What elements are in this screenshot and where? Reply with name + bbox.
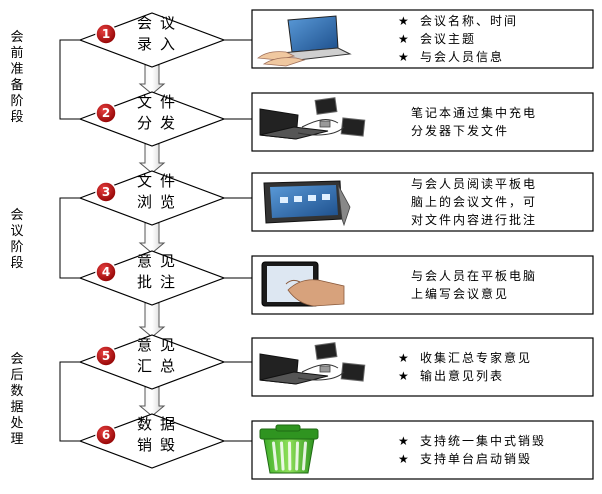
step-desc-5-line-2: ★ 输出意见列表 [398,367,504,385]
phase-bracket-3 [59,361,80,442]
step-desc-2-line-2: 分发器下发文件 [411,122,509,140]
step-desc-4-line-1: 与会人员在平板电脑 [411,267,537,285]
step-desc-6-line-1: ★ 支持统一集中式销毁 [398,432,546,450]
step-title-line2-6: 销毁 [136,436,183,454]
step-badge-2 [95,102,117,124]
step-badge-6 [95,424,117,446]
step-connectors [224,39,252,442]
flow-arrow-2 [138,143,166,174]
description-panels [251,9,594,480]
step-number-6: 6 [101,428,111,442]
phase-bracket-2 [59,197,80,279]
step-desc-5-line-1: ★ 收集汇总专家意见 [398,349,532,367]
tablet-screen-icon [263,180,351,227]
tablet-hand-icon [261,261,345,307]
step-badge-4 [95,261,117,283]
desc-text: 会议主题 [420,32,477,46]
step-badge-1 [95,23,117,45]
description-panel-5 [251,337,594,397]
desc-text: 支持单台启动销毁 [420,452,533,466]
star-bullet-icon: ★ [398,351,411,365]
step-number-2: 2 [101,106,111,120]
step-number-5: 5 [101,349,111,363]
flow-arrows [138,64,166,417]
flow-arrow-4 [138,302,166,338]
star-bullet-icon: ★ [398,50,411,64]
step-title-line2-5: 汇总 [136,357,183,375]
phase-label-2: 会议阶段 [10,208,24,271]
step-title-line1-3: 文件 [136,172,183,190]
star-bullet-icon: ★ [398,32,411,46]
desc-text: 输出意见列表 [420,369,505,383]
desc-text: 与会人员阅读平板电 [411,177,538,191]
desc-text: 笔记本通过集中充电 [411,106,538,120]
step-number-1: 1 [101,27,111,41]
desc-text: 上编写会议意见 [411,287,510,301]
step-title-line2-2: 分发 [136,114,183,132]
description-panel-2 [251,92,594,152]
desc-text: 分发器下发文件 [411,124,510,138]
desc-text: 支持统一集中式销毁 [420,434,547,448]
step-badge-5 [95,345,117,367]
step-desc-1-line-3: ★ 与会人员信息 [398,48,504,66]
desc-text: 会议名称、时间 [420,14,519,28]
star-bullet-icon: ★ [398,369,411,383]
phase-label-1: 会前准备阶段 [10,30,24,125]
step-badge-3 [95,181,117,203]
desc-text: 脑上的会议文件，可 [411,195,538,209]
laptop-typing-icon [256,15,352,67]
flow-arrow-1 [138,64,166,95]
step-title-line1-6: 数据 [136,415,183,433]
step-number-3: 3 [101,185,111,199]
step-title-line1-4: 意见 [136,252,183,270]
flow-arrow-3 [138,222,166,254]
step-desc-3-line-3: 对文件内容进行批注 [411,211,537,229]
step-desc-2-line-1: 笔记本通过集中充电 [411,104,537,122]
step-title-line1-1: 会议 [136,14,183,32]
step-title-line2-3: 浏览 [136,193,183,211]
star-bullet-icon: ★ [398,434,411,448]
desc-text: 收集汇总专家意见 [420,351,533,365]
phase-bracket-1 [59,39,80,120]
star-bullet-icon: ★ [398,14,411,28]
step-desc-1-line-1: ★ 会议名称、时间 [398,12,518,30]
step-diamonds [78,12,226,469]
step-number-4: 4 [101,265,111,279]
flow-arrow-5 [138,386,166,417]
laptop-tablets-icon [259,97,366,140]
laptop-tablets-icon [259,342,366,385]
step-desc-3-line-2: 脑上的会议文件，可 [411,193,537,211]
phase-label-3: 会后数据处理 [10,352,24,447]
step-title-line1-5: 意见 [136,336,183,354]
step-title-line2-4: 批注 [136,273,183,291]
desc-text: 与会人员在平板电脑 [411,269,538,283]
star-bullet-icon: ★ [398,452,411,466]
step-desc-6-line-2: ★ 支持单台启动销毁 [398,450,532,468]
phase-brackets [59,39,80,442]
step-pictures [256,15,366,474]
step-title-line1-2: 文件 [136,93,183,111]
step-desc-4-line-2: 上编写会议意见 [411,285,509,303]
trash-bin-icon [259,424,319,474]
step-desc-3-line-1: 与会人员阅读平板电 [411,175,537,193]
step-desc-1-line-2: ★ 会议主题 [398,30,476,48]
desc-text: 与会人员信息 [420,50,505,64]
desc-text: 对文件内容进行批注 [411,213,538,227]
step-title-line2-1: 录入 [136,35,183,53]
